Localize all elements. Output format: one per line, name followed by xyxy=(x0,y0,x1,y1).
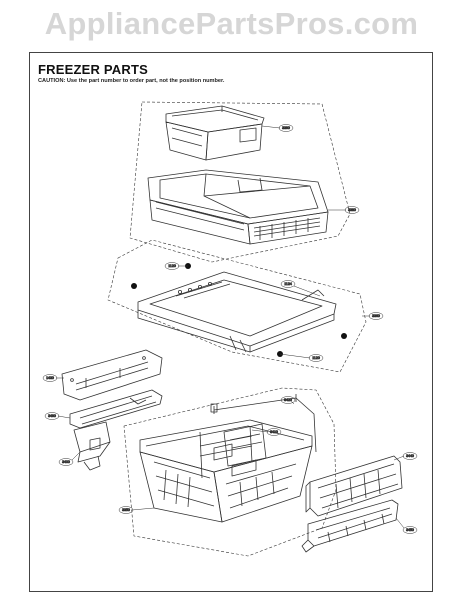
callout-screw-right: 1120 xyxy=(312,356,320,360)
callout-side-panel: 1430 xyxy=(46,376,54,380)
caution-note: CAUTION: Use the part number to order pa… xyxy=(38,78,225,84)
bracket-part xyxy=(73,421,111,471)
rail-part xyxy=(69,389,163,429)
screw-dot xyxy=(131,283,137,289)
middle-assembly-outline xyxy=(107,239,367,373)
page-title: FREEZER PARTS xyxy=(38,62,148,77)
watermark-logo: AppliancePartsPros.com xyxy=(44,6,419,41)
callout-rail-left: 3490 xyxy=(48,414,56,418)
callout-screw-left: 1120 xyxy=(168,264,176,268)
side-panel-part xyxy=(61,349,163,401)
handle-part xyxy=(301,499,399,553)
shelf-frame-part xyxy=(137,271,337,353)
callout-labels: 3390 3380 1120 1124 3360 1120 1430 3490 … xyxy=(42,124,418,534)
callout-front-cover: 3440 xyxy=(406,454,414,458)
callout-lower-basket: 3350 xyxy=(122,508,130,512)
top-bin-part xyxy=(165,105,265,161)
callout-upper-drawer: 3380 xyxy=(348,208,356,212)
callout-divider-rod: 3420 xyxy=(284,398,292,402)
front-cover-part xyxy=(305,455,403,517)
diagram-frame xyxy=(29,52,433,592)
divider-rod-part xyxy=(210,394,317,453)
divider-part xyxy=(223,423,267,467)
leader-lines xyxy=(56,125,405,529)
upper-drawer-part xyxy=(147,169,329,245)
callout-handle: 3450 xyxy=(406,528,414,532)
screw-dot xyxy=(341,333,347,339)
callout-top-bin: 3390 xyxy=(282,126,290,130)
callout-rail-right: 1124 xyxy=(284,282,292,286)
callout-divider: 3410 xyxy=(270,430,278,434)
lower-assembly-outline xyxy=(123,387,337,557)
upper-assembly-outline xyxy=(129,101,351,263)
callout-shelf-frame: 3360 xyxy=(372,314,380,318)
lower-basket-part xyxy=(139,419,313,523)
callout-bracket: 3400 xyxy=(62,460,70,464)
